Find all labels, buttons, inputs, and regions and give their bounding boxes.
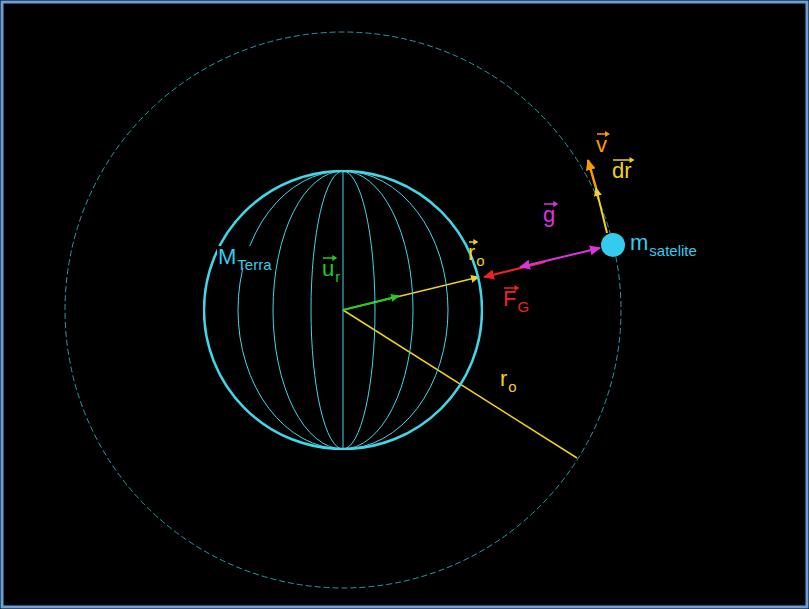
globe-outline: [203, 170, 483, 450]
force-label: FG: [503, 288, 529, 310]
mass-label: MTerra: [217, 246, 273, 268]
vector-symbol: dr: [612, 158, 632, 183]
velocity-label: v: [596, 134, 607, 156]
mass-symbol: m: [630, 230, 648, 255]
position-vector: [343, 277, 479, 310]
position-vector-label: ro: [468, 242, 485, 264]
mass-subscript: satelite: [649, 242, 697, 259]
vector-symbol: g: [543, 202, 555, 227]
vector-symbol: r: [500, 366, 507, 391]
mass-subscript: Terra: [237, 256, 271, 273]
radius-label: ro: [500, 368, 517, 390]
vector-subscript: o: [508, 378, 516, 395]
vector-symbol: F: [503, 286, 516, 311]
satellite-label: msatelite: [630, 232, 697, 254]
vector-symbol: v: [596, 132, 607, 157]
unit-vector: [343, 296, 399, 310]
displacement-label: dr: [612, 160, 632, 182]
gravity-label: g: [543, 204, 555, 226]
vector-subscript: r: [335, 268, 340, 285]
vector-subscript: G: [517, 298, 529, 315]
vector-subscript: o: [476, 252, 484, 269]
unit-vector-label: ur: [322, 258, 340, 280]
satellite: msatelite: [600, 226, 703, 266]
satellite-dot: [600, 226, 628, 266]
orbit-circle: [65, 32, 621, 588]
velocity-vector: [588, 160, 596, 188]
vector-symbol: u: [322, 256, 334, 281]
mass-symbol: M: [218, 244, 236, 269]
gravity-vector: [520, 248, 600, 267]
vector-symbol: r: [468, 240, 475, 265]
displacement-vector: [596, 188, 607, 233]
earth-globe: MTerra: [203, 170, 483, 450]
